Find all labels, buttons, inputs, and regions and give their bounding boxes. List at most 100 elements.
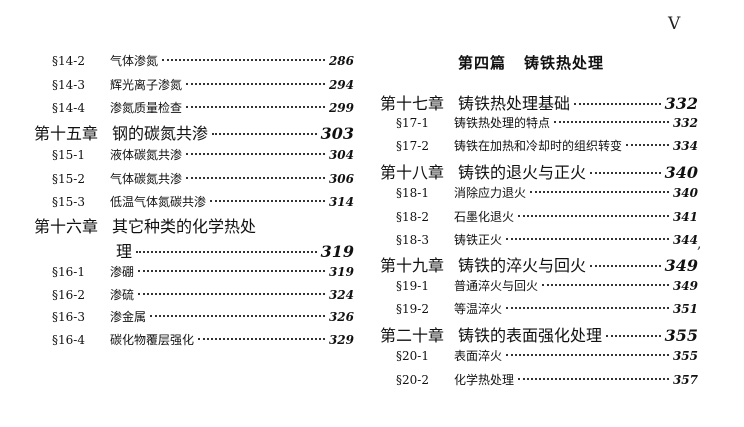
stray-mark: , [697,236,702,252]
chapter-number: 第十五章 [34,124,99,143]
dot-leader [186,177,325,179]
dot-leader [542,284,669,286]
section-number: §15-1 [52,148,85,162]
toc-entry[interactable]: §18-3 铸铁正火 344 [396,231,698,248]
page-number: 319 [328,265,354,279]
dot-leader [554,121,669,123]
section-number: §19-2 [396,302,429,316]
dot-leader [506,307,669,309]
toc-chapter[interactable]: 第十六章 其它种类的化学热处 [34,213,354,237]
page-number: 355 [672,349,698,363]
toc-entry[interactable]: §17-2 铸铁在加热和冷却时的组织转变 334 [396,137,698,154]
dot-leader [138,270,325,272]
dot-leader [186,83,325,85]
dot-leader [606,335,661,337]
section-title: 辉光离子渗氮 [110,78,183,92]
page-number: 357 [672,373,698,387]
page-number: 351 [672,302,698,316]
page-number: 341 [672,210,698,224]
section-number: §14-2 [52,54,85,68]
toc-chapter[interactable]: 第十八章 铸铁的退火与正火 340 [380,159,698,183]
chapter-title: 其它种类的化学热处 [112,217,257,236]
section-title: 铸铁在加热和冷却时的组织转变 [454,139,623,153]
chapter-number: 第二十章 [380,326,445,345]
toc-entry[interactable]: §19-2 等温淬火 351 [396,300,698,317]
chapter-title: 铸铁的表面强化处理 [458,326,603,345]
toc-entry[interactable]: §19-1 普通淬火与回火 349 [396,277,698,294]
toc-entry[interactable]: §14-4 渗氮质量检查 299 [52,99,354,116]
toc-chapter[interactable]: 第十五章 钢的碳氮共渗 303 [34,120,354,144]
page-number: 334 [672,139,698,153]
section-title: 普通淬火与回火 [454,279,539,293]
section-number: §19-1 [396,279,429,293]
section-title: 渗硫 [110,288,135,302]
toc-chapter[interactable]: 第十九章 铸铁的淬火与回火 349 [380,252,698,276]
dot-leader [506,238,669,240]
section-title: 等温淬火 [454,302,503,316]
page-number: 319 [320,242,354,261]
page-number: 314 [328,195,354,209]
toc-entry[interactable]: §17-1 铸铁热处理的特点 332 [396,114,698,131]
toc-entry[interactable]: §16-3 渗金属 326 [52,308,354,325]
dot-leader [198,338,325,340]
dot-leader [186,153,325,155]
toc-entry[interactable]: §15-2 气体碳氮共渗 306 [52,170,354,187]
section-title: 碳化物覆层强化 [110,333,195,347]
toc-chapter-continuation[interactable]: 理 319 [116,238,354,262]
section-title: 渗硼 [110,265,135,279]
part-title: 第四篇铸铁热处理 [458,52,604,73]
dot-leader [162,59,325,61]
section-number: §14-4 [52,101,85,115]
section-title: 化学热处理 [454,373,515,387]
page-number: 329 [328,333,354,347]
dot-leader [590,265,661,267]
section-number: §15-2 [52,172,85,186]
toc-entry[interactable]: §16-1 渗硼 319 [52,263,354,280]
dot-leader [506,354,669,356]
section-number: §15-3 [52,195,85,209]
dot-leader [518,215,669,217]
section-number: §16-4 [52,333,85,347]
dot-leader [136,251,317,253]
section-title: 液体碳氮共渗 [110,148,183,162]
page-number: 355 [664,326,698,345]
page-number: 340 [672,186,698,200]
dot-leader [210,200,325,202]
dot-leader [138,293,325,295]
toc-entry[interactable]: §20-1 表面淬火 355 [396,347,698,364]
section-title: 石墨化退火 [454,210,515,224]
toc-chapter[interactable]: 第二十章 铸铁的表面强化处理 355 [380,322,698,346]
chapter-number: 第十六章 [34,217,99,236]
page-number: 332 [672,116,698,130]
toc-chapter[interactable]: 第十七章 铸铁热处理基础 332 [380,90,698,114]
toc-entry[interactable]: §14-3 辉光离子渗氮 294 [52,76,354,93]
page-number: 286 [328,54,354,68]
toc-entry[interactable]: §16-2 渗硫 324 [52,286,354,303]
page-number: 344 [672,233,698,247]
part-number: 第四篇 [458,54,507,72]
toc-entry[interactable]: §16-4 碳化物覆层强化 329 [52,331,354,348]
toc-entry[interactable]: §18-2 石墨化退火 341 [396,208,698,225]
toc-entry[interactable]: §15-3 低温气体氮碳共渗 314 [52,193,354,210]
chapter-title: 理 [116,242,133,261]
chapter-title: 铸铁的退火与正火 [458,163,587,182]
toc-entry[interactable]: §20-2 化学热处理 357 [396,371,698,388]
chapter-number: 第十八章 [380,163,445,182]
dot-leader [186,106,325,108]
section-title: 气体碳氮共渗 [110,172,183,186]
section-number: §16-2 [52,288,85,302]
page-number: 324 [328,288,354,302]
section-number: §17-1 [396,116,429,130]
section-number: §17-2 [396,139,429,153]
section-title: 铸铁正火 [454,233,503,247]
chapter-title: 铸铁热处理基础 [458,94,571,113]
chapter-number: 第十九章 [380,256,445,275]
page-number: 326 [328,310,354,324]
toc-entry[interactable]: §15-1 液体碳氮共渗 304 [52,146,354,163]
chapter-number: 第十七章 [380,94,445,113]
section-number: §16-1 [52,265,85,279]
chapter-title: 钢的碳氮共渗 [112,124,209,143]
toc-entry[interactable]: §14-2 气体渗氮 286 [52,52,354,69]
toc-entry[interactable]: §18-1 消除应力退火 340 [396,184,698,201]
dot-leader [590,172,661,174]
